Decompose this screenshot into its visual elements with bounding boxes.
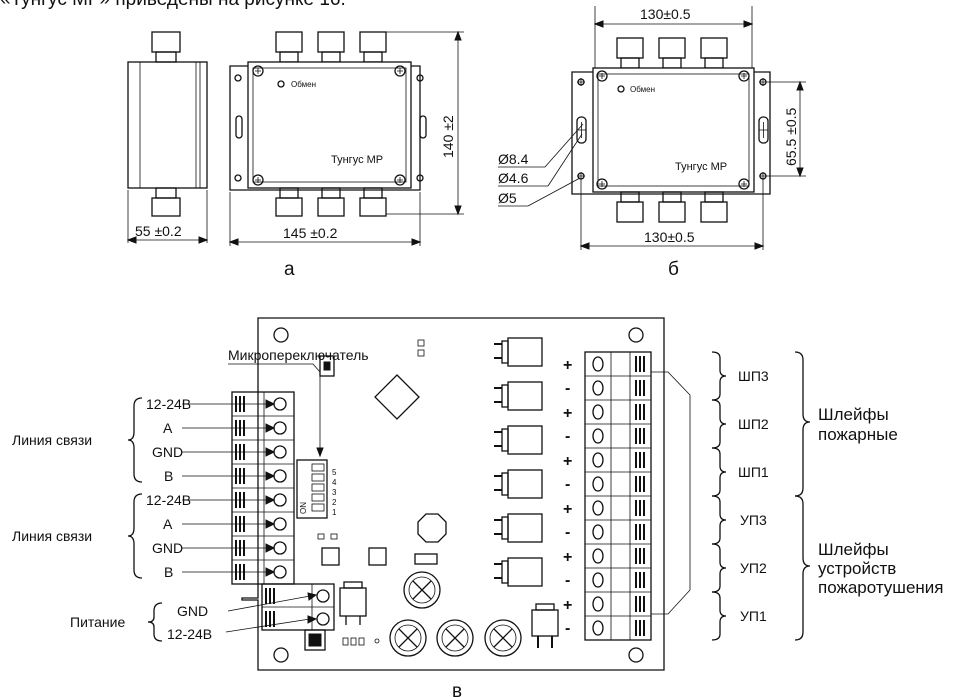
top-caption: «Тунгус МР» приведены на рисунке 16.: [0, 0, 346, 10]
view-b-label: б: [668, 259, 679, 280]
dim-width-a: 145 ±0.2: [283, 225, 338, 241]
line2-label: Линия связи: [12, 528, 92, 544]
view-b: 130±0.5 Обмен Тунгус МР: [498, 6, 806, 280]
dim-holes-b: 65.5 ±0.5: [783, 108, 799, 166]
ext-loops-line-2: устройств: [818, 559, 896, 578]
front-view-a: Обмен Тунгус МР 145 ±0.2 140 ±2 а: [228, 30, 464, 280]
dim-top-b: 130±0.5: [640, 6, 691, 22]
view-c: Микропереключатель ON 1 2 3 4 5: [12, 317, 944, 697]
power-label: Питание: [70, 614, 125, 630]
polarity-11: -: [565, 620, 570, 637]
device-label-a: Тунгус МР: [331, 154, 383, 166]
dip-num-2: 2: [332, 498, 337, 507]
power-terminal: [225, 583, 335, 633]
dip-switch-label: Микропереключатель: [228, 347, 369, 363]
side-view: 55 ±0.2: [126, 31, 209, 244]
polarity-4: +: [563, 453, 572, 470]
ext-loops-line-3: пожаротушения: [818, 578, 944, 597]
polarity-1: -: [565, 380, 570, 397]
view-c-label: в: [452, 681, 462, 697]
line1-terminal-1: А: [163, 420, 173, 436]
device-label-b: Тунгус МР: [675, 161, 727, 173]
line2-terminal-3: В: [164, 564, 173, 580]
power-terminal-1: 12-24В: [167, 626, 212, 642]
dip-on-label: ON: [299, 502, 308, 514]
line1-terminal-0: 12-24В: [146, 396, 191, 412]
polarity-3: -: [565, 428, 570, 445]
polarity-0: +: [563, 357, 572, 374]
ext-loops-line-1: Шлейфы: [818, 540, 889, 559]
trimmer-pots: [389, 571, 522, 657]
dip-switch: [311, 463, 325, 512]
loop-label-2: ШП1: [738, 464, 769, 480]
line1-label: Линия связи: [12, 432, 92, 448]
led-label-a: Обмен: [291, 80, 316, 89]
transistors: [494, 337, 559, 648]
dip-num-1: 1: [332, 508, 337, 517]
terminal-block-left: [182, 391, 295, 585]
polarity-6: +: [563, 501, 572, 518]
line2-terminal-2: GND: [152, 540, 183, 556]
loop-label-3: УП3: [740, 512, 767, 528]
line1-terminal-2: GND: [152, 444, 183, 460]
hole-d1: Ø8.4: [498, 151, 529, 167]
line1-terminal-3: В: [164, 468, 173, 484]
led-label-b: Обмен: [630, 85, 655, 94]
loop-label-0: ШП3: [738, 368, 769, 384]
hole-d2: Ø4.6: [498, 170, 529, 186]
polarity-10: +: [563, 597, 572, 614]
loop-braces: [711, 351, 811, 641]
dim-bottom-b: 130±0.5: [644, 229, 695, 245]
polarity-2: +: [563, 405, 572, 422]
dim-height-a: 140 ±2: [440, 115, 456, 158]
terminal-block-right: [584, 351, 691, 641]
power-terminal-0: GND: [177, 603, 208, 619]
loop-label-5: УП1: [740, 608, 767, 624]
polarity-8: +: [563, 549, 572, 566]
dip-num-5: 5: [332, 468, 337, 477]
line2-terminal-1: А: [163, 516, 173, 532]
polarity-9: -: [565, 572, 570, 589]
line2-terminal-0: 12-24В: [146, 492, 191, 508]
loop-label-1: ШП2: [738, 416, 769, 432]
loop-label-4: УП2: [740, 560, 767, 576]
fire-loops-line-2: пожарные: [818, 425, 898, 444]
polarity-5: -: [565, 476, 570, 493]
dip-num-4: 4: [332, 478, 337, 487]
dim-side-width: 55 ±0.2: [135, 223, 182, 239]
view-a-label: а: [284, 259, 295, 280]
polarity-7: -: [565, 524, 570, 541]
fire-loops-line-1: Шлейфы: [818, 405, 889, 424]
hole-d3: Ø5: [498, 190, 517, 206]
view-a: 55 ±0.2 Обмен: [126, 30, 464, 280]
dip-num-3: 3: [332, 488, 337, 497]
